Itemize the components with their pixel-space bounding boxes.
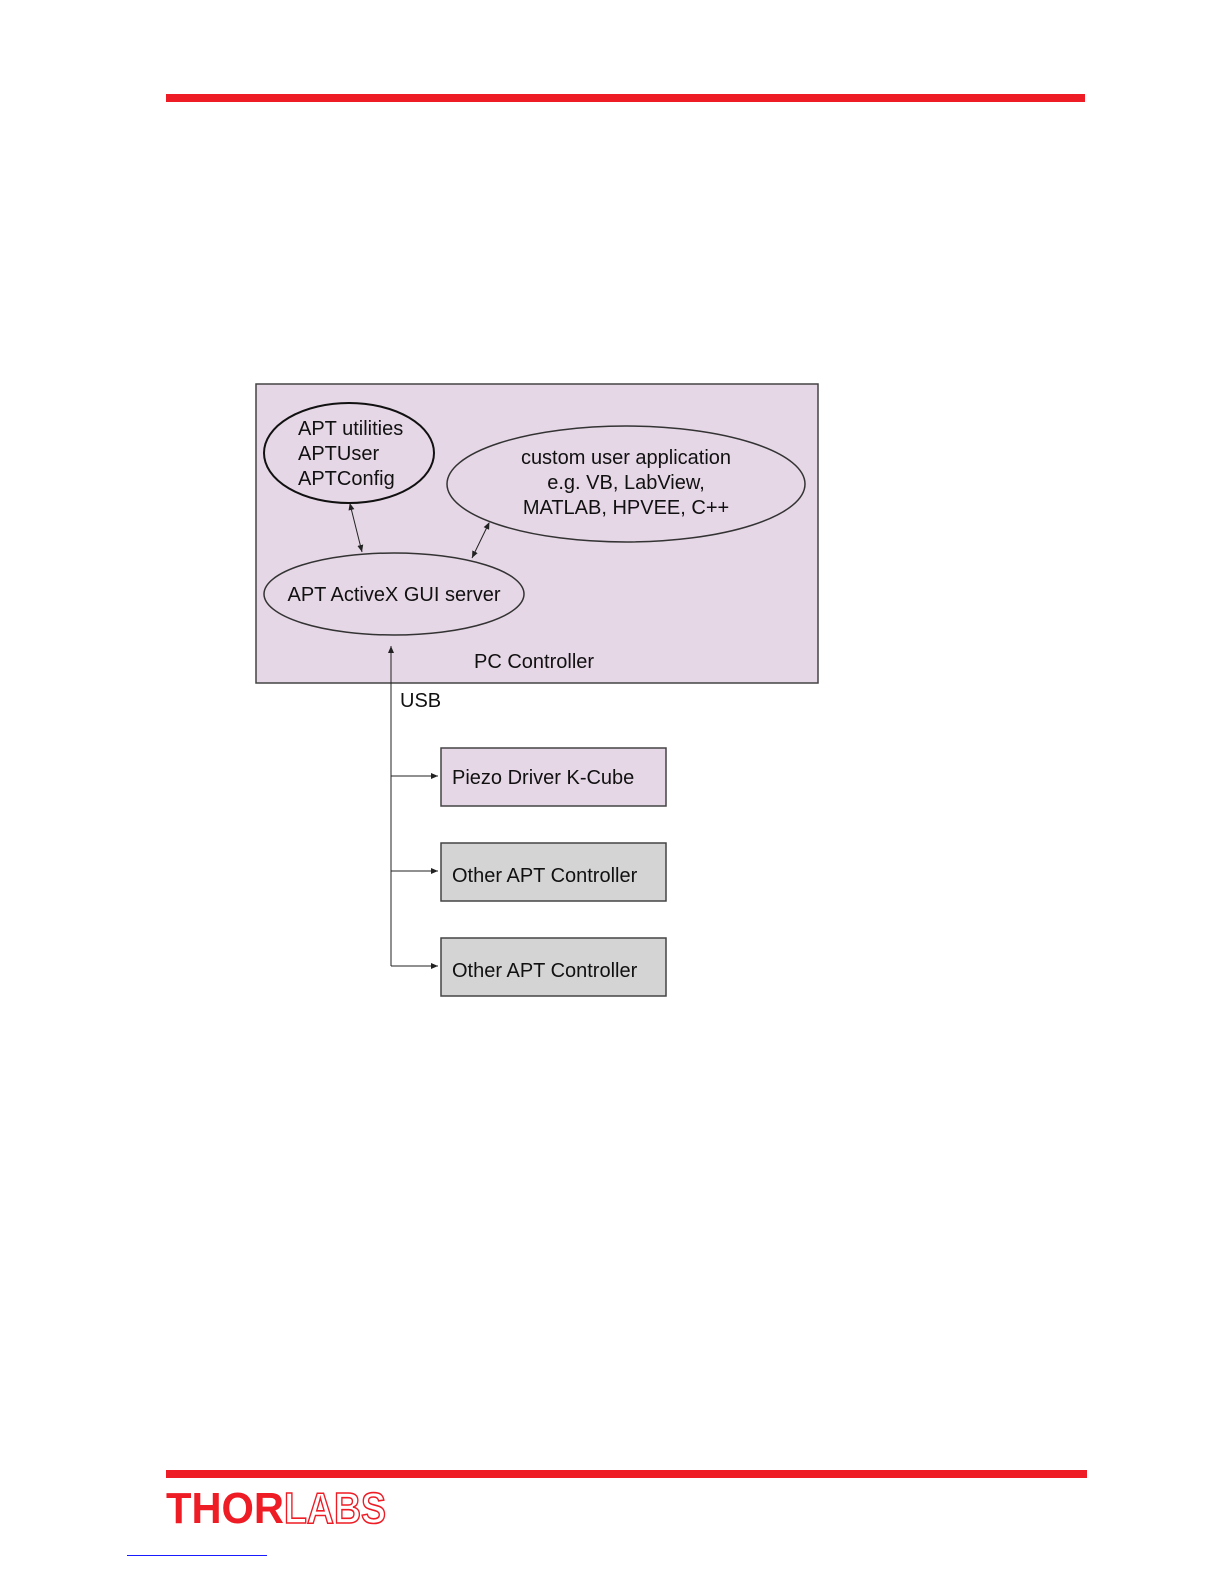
apt-utilities-line-1: APT utilities	[298, 418, 403, 440]
custom-app-line-2: e.g. VB, LabView,	[547, 472, 705, 494]
logo-text-labs: LABS	[284, 1488, 386, 1528]
apt-utilities-line-2: APTUser	[298, 443, 379, 465]
other-controller-label-2: Other APT Controller	[452, 960, 638, 982]
custom-app-line-1: custom user application	[521, 447, 731, 469]
logo-text-thor: THOR	[166, 1488, 284, 1528]
footer-rule	[166, 1470, 1087, 1478]
other-controller-label-1: Other APT Controller	[452, 865, 638, 887]
pc-controller-label: PC Controller	[474, 651, 594, 673]
usb-label: USB	[400, 690, 441, 712]
apt-utilities-line-3: APTConfig	[298, 468, 395, 490]
custom-app-line-3: MATLAB, HPVEE, C++	[523, 497, 729, 519]
gui-server-label: APT ActiveX GUI server	[287, 584, 500, 606]
footer-link-underline[interactable]	[127, 1555, 267, 1556]
piezo-driver-label: Piezo Driver K-Cube	[452, 767, 634, 789]
thorlabs-logo: THOR LABS	[166, 1488, 388, 1528]
